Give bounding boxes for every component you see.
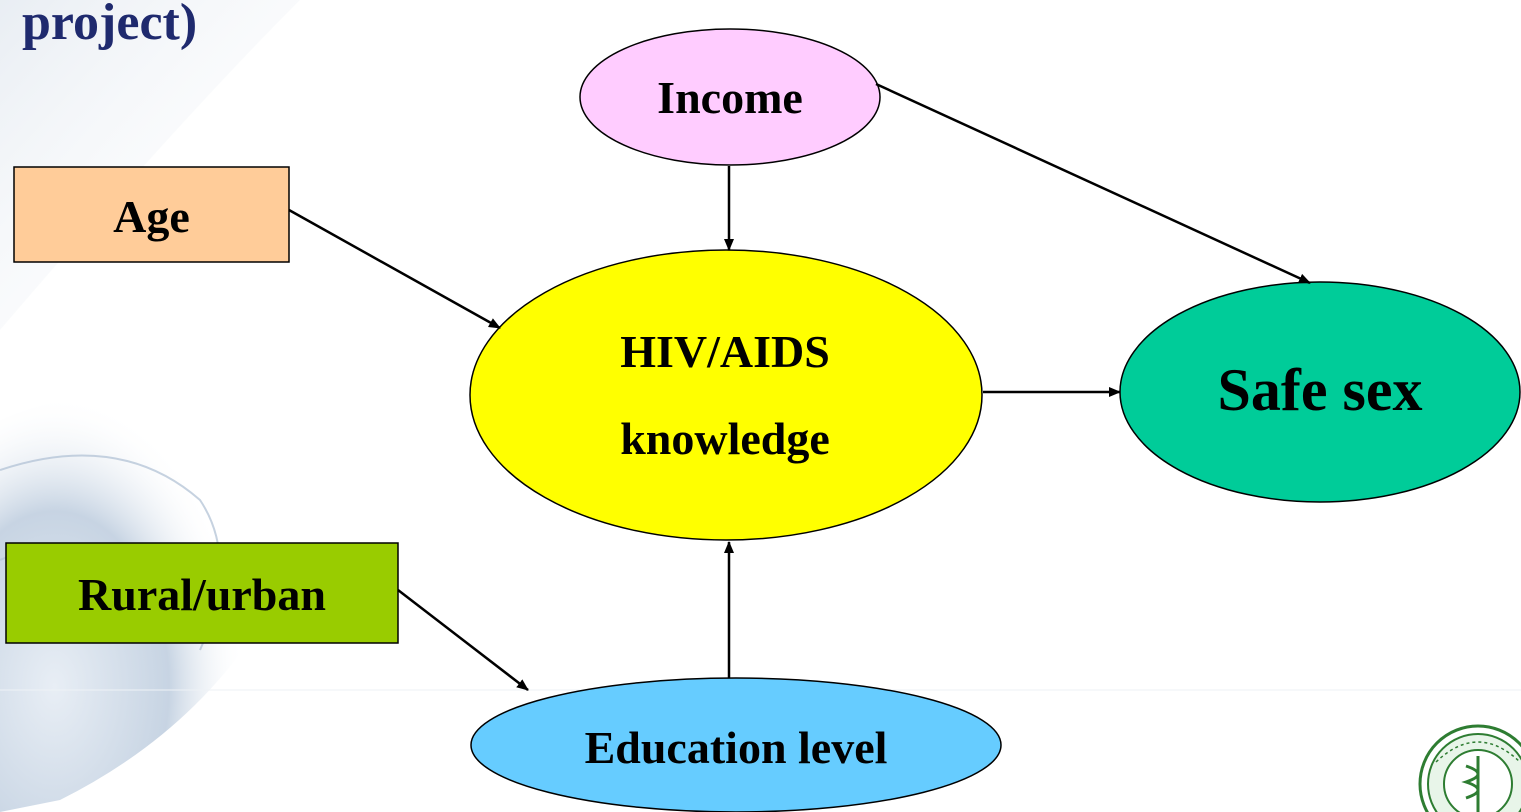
slide-title-fragment: project) [22,0,198,51]
edge-income-to-safe-sex [875,82,1311,285]
income-node-shape [579,28,881,166]
safe-sex-node-shape [1119,281,1521,503]
education-level-node-shape [470,677,1002,812]
edge-rural-urban-to-education [397,589,529,691]
age-node-shape [13,166,290,263]
rural-urban-node-shape [5,542,399,644]
hiv-aids-knowledge-node-shape [469,249,983,541]
edge-age-to-knowledge [288,208,501,330]
university-seal-icon [1418,724,1521,812]
